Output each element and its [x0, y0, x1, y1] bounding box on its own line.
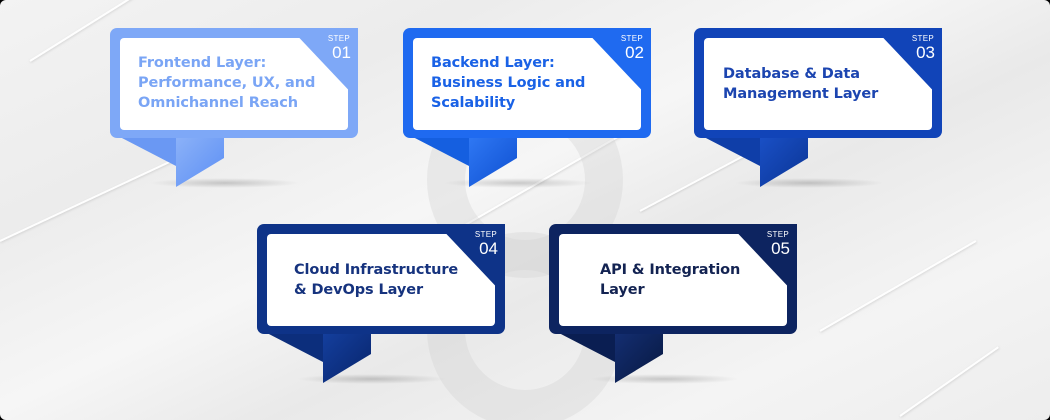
step-label: STEP	[474, 230, 497, 239]
step-label: STEP	[766, 230, 789, 239]
step-label: STEP	[620, 34, 643, 43]
card-shadow	[734, 178, 884, 188]
card-frame: Backend Layer: Business Logic and Scalab…	[403, 28, 651, 138]
card-tail-icon	[557, 332, 663, 383]
step-card-1: Frontend Layer: Performance, UX, and Omn…	[110, 28, 358, 188]
step-corner	[290, 28, 358, 100]
card-shadow	[297, 374, 447, 384]
step-number: 04	[479, 239, 498, 258]
step-corner	[583, 28, 651, 100]
title-line: Scalability	[431, 95, 516, 111]
step-corner	[874, 28, 942, 100]
step-label: STEP	[911, 34, 934, 43]
title-line: Backend Layer:	[431, 55, 555, 71]
step-card-4: Cloud Infrastructure & DevOps Layer STEP…	[257, 224, 505, 384]
step-title: API & Integration Layer	[600, 260, 740, 300]
title-line: Layer	[600, 282, 645, 298]
background-streak	[899, 346, 999, 417]
title-line: Frontend Layer:	[138, 55, 267, 71]
step-corner	[729, 224, 797, 296]
title-line: Cloud Infrastructure	[294, 262, 459, 278]
title-line: Management Layer	[723, 86, 879, 102]
card-tail-icon	[411, 136, 517, 187]
step-card-2: Backend Layer: Business Logic and Scalab…	[403, 28, 651, 188]
card-tail-icon	[265, 332, 371, 383]
card-frame: API & Integration Layer STEP 05	[549, 224, 797, 334]
step-number: 05	[771, 239, 790, 258]
step-card-3: Database & Data Management Layer STEP 03	[694, 28, 942, 188]
card-tail-icon	[702, 136, 808, 187]
title-line: Performance, UX, and	[138, 75, 316, 91]
step-title: Backend Layer: Business Logic and Scalab…	[431, 53, 585, 113]
card-shadow	[150, 178, 300, 188]
step-number: 03	[916, 43, 935, 62]
step-number: 01	[332, 43, 351, 62]
step-title: Frontend Layer: Performance, UX, and Omn…	[138, 53, 315, 113]
card-tail-icon	[118, 136, 224, 187]
step-corner	[437, 224, 505, 296]
card-shadow	[443, 178, 593, 188]
title-line: & DevOps Layer	[294, 282, 424, 298]
title-line: Omnichannel Reach	[138, 95, 298, 111]
card-shadow	[589, 374, 739, 384]
step-label: STEP	[327, 34, 350, 43]
step-title: Cloud Infrastructure & DevOps Layer	[294, 260, 458, 300]
title-line: Database & Data	[723, 66, 860, 82]
background-streak	[819, 240, 977, 332]
step-number: 02	[625, 43, 644, 62]
card-frame: Database & Data Management Layer STEP 03	[694, 28, 942, 138]
card-frame: Cloud Infrastructure & DevOps Layer STEP…	[257, 224, 505, 334]
title-line: Business Logic and	[431, 75, 586, 91]
step-card-5: API & Integration Layer STEP 05	[549, 224, 797, 384]
card-frame: Frontend Layer: Performance, UX, and Omn…	[110, 28, 358, 138]
step-title: Database & Data Management Layer	[723, 64, 878, 104]
title-line: API & Integration	[600, 262, 741, 278]
